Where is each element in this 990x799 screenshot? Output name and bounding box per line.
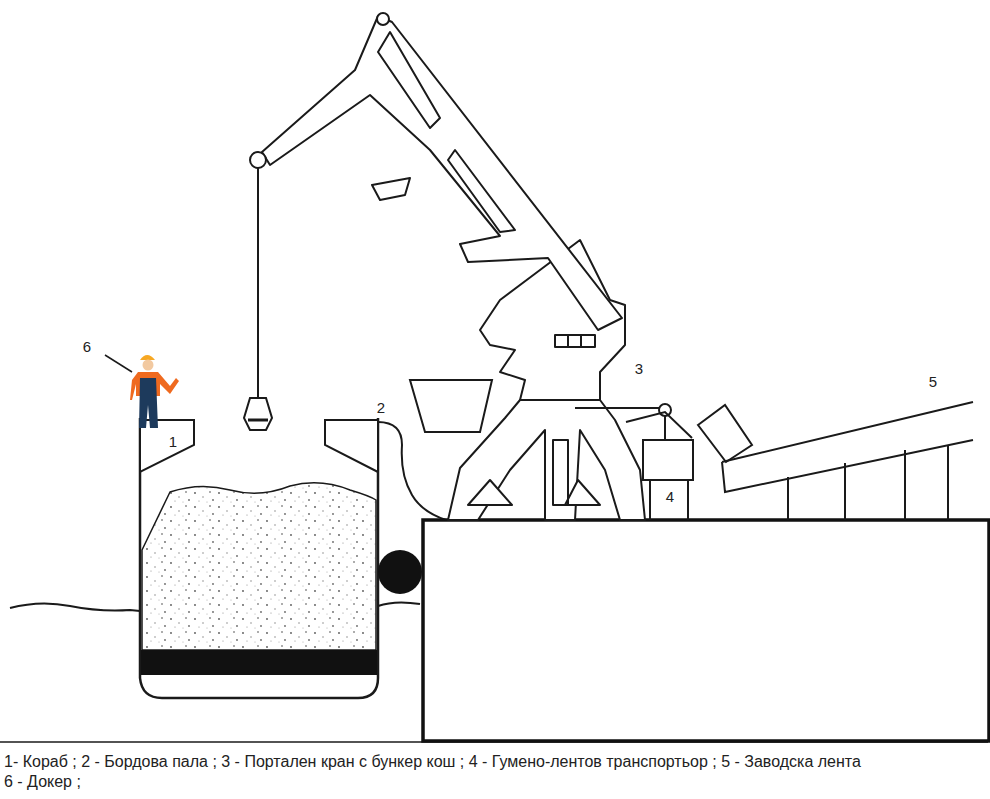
hoist-rope: [257, 168, 259, 398]
rubber-belt-conveyor: [575, 404, 693, 520]
bulk-cargo: [142, 483, 376, 650]
water-line: [378, 602, 420, 606]
crane-cabin-window: [567, 335, 569, 347]
hopper: [410, 380, 492, 432]
crane-counter-arm: [372, 178, 410, 200]
conveyor-chute: [626, 412, 692, 438]
conveyor-leg: [649, 480, 651, 520]
belt-support: [787, 477, 789, 520]
callout-number: 4: [666, 489, 674, 504]
conveyor-box: [643, 440, 693, 480]
conveyor-leg: [687, 480, 689, 520]
overalls: [139, 378, 158, 428]
jib-head-pulley: [250, 152, 266, 168]
callout-number: 6: [83, 339, 91, 354]
crane-cabin: [555, 335, 595, 347]
jib-tip-pulley: [377, 13, 389, 25]
mooring-line: [378, 422, 446, 520]
factory-belt: [698, 402, 973, 520]
ship-hull: [140, 418, 378, 698]
crane-cabin-window: [580, 335, 582, 347]
grab-bucket-jaw: [248, 419, 268, 422]
ship-bottom-band: [141, 650, 377, 675]
fender: [378, 550, 422, 594]
belt-support: [947, 446, 949, 520]
leader-line: [105, 355, 132, 372]
head: [143, 360, 154, 371]
crane-portal-bracing: [468, 440, 600, 505]
ship-deck: [325, 420, 378, 472]
callout-number: 1: [169, 434, 177, 449]
docker-figure: [105, 355, 179, 428]
grab-bucket: [244, 398, 272, 430]
quay-wall: [423, 520, 989, 741]
belt-support: [844, 463, 846, 520]
water-line: [10, 603, 140, 611]
helmet: [140, 355, 155, 360]
belt-support: [904, 450, 906, 520]
portal-crane: [250, 13, 645, 520]
conveyor-chute: [664, 416, 666, 440]
callout-number: 2: [377, 400, 385, 415]
conveyor-pulley: [659, 404, 671, 416]
legend-caption: 1- Кораб ; 2 - Бордова пала ; 3 - Портал…: [4, 752, 865, 792]
callout-number: 3: [635, 361, 643, 376]
belt-frame: [722, 402, 973, 492]
ship-deck: [140, 420, 194, 472]
crane-jib-lattice: [378, 32, 515, 232]
crane-jib: [262, 16, 622, 330]
ship: [140, 418, 378, 698]
belt-feed-hopper: [698, 405, 752, 462]
callout-number: 5: [929, 374, 937, 389]
conveyor-arm: [575, 407, 660, 409]
